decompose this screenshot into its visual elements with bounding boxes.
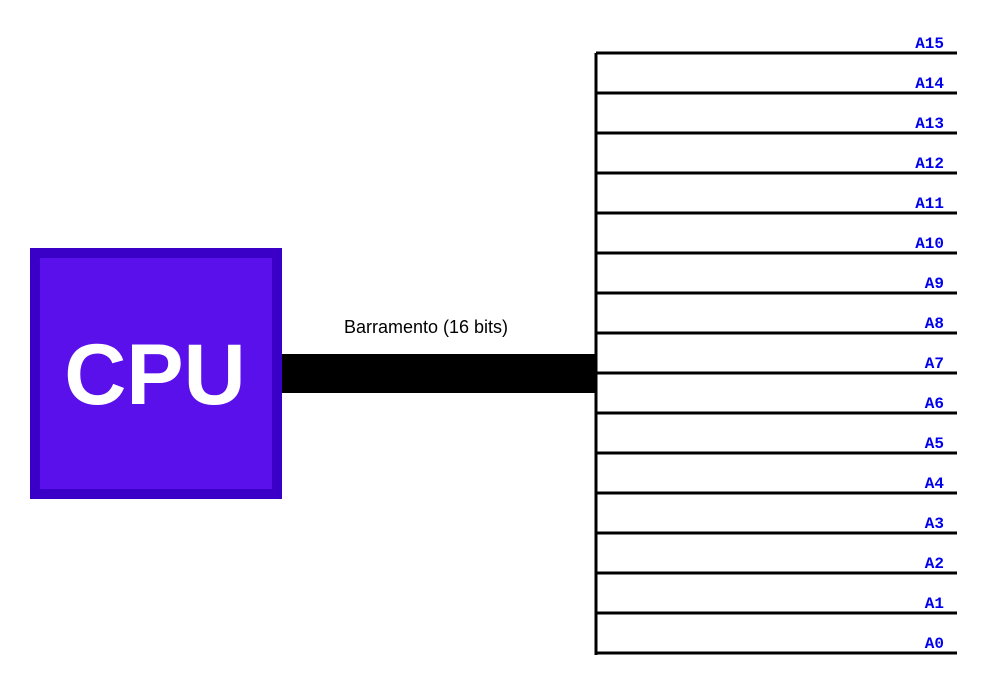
address-line-label: A10 — [915, 235, 944, 253]
bus-label: Barramento (16 bits) — [344, 317, 508, 337]
address-line-label: A2 — [925, 555, 944, 573]
cpu-block: CPU — [30, 248, 282, 499]
address-line-label: A4 — [925, 475, 945, 493]
address-line-label: A11 — [915, 195, 944, 213]
address-line-label: A13 — [915, 115, 944, 133]
address-line-label: A3 — [925, 515, 944, 533]
address-line-label: A7 — [925, 355, 944, 373]
bus-bar — [282, 354, 596, 393]
address-line-label: A9 — [925, 275, 944, 293]
address-line-label: A0 — [925, 635, 944, 653]
address-line-label: A6 — [925, 395, 944, 413]
address-line-label: A1 — [925, 595, 944, 613]
cpu-label: CPU — [64, 327, 246, 423]
cpu-box — [40, 258, 272, 489]
address-line-label: A14 — [915, 75, 944, 93]
address-line-label: A8 — [925, 315, 944, 333]
address-line-label: A12 — [915, 155, 944, 173]
address-line-label: A15 — [915, 35, 944, 53]
bus: Barramento (16 bits) — [282, 317, 596, 393]
address-line-label: A5 — [925, 435, 944, 453]
